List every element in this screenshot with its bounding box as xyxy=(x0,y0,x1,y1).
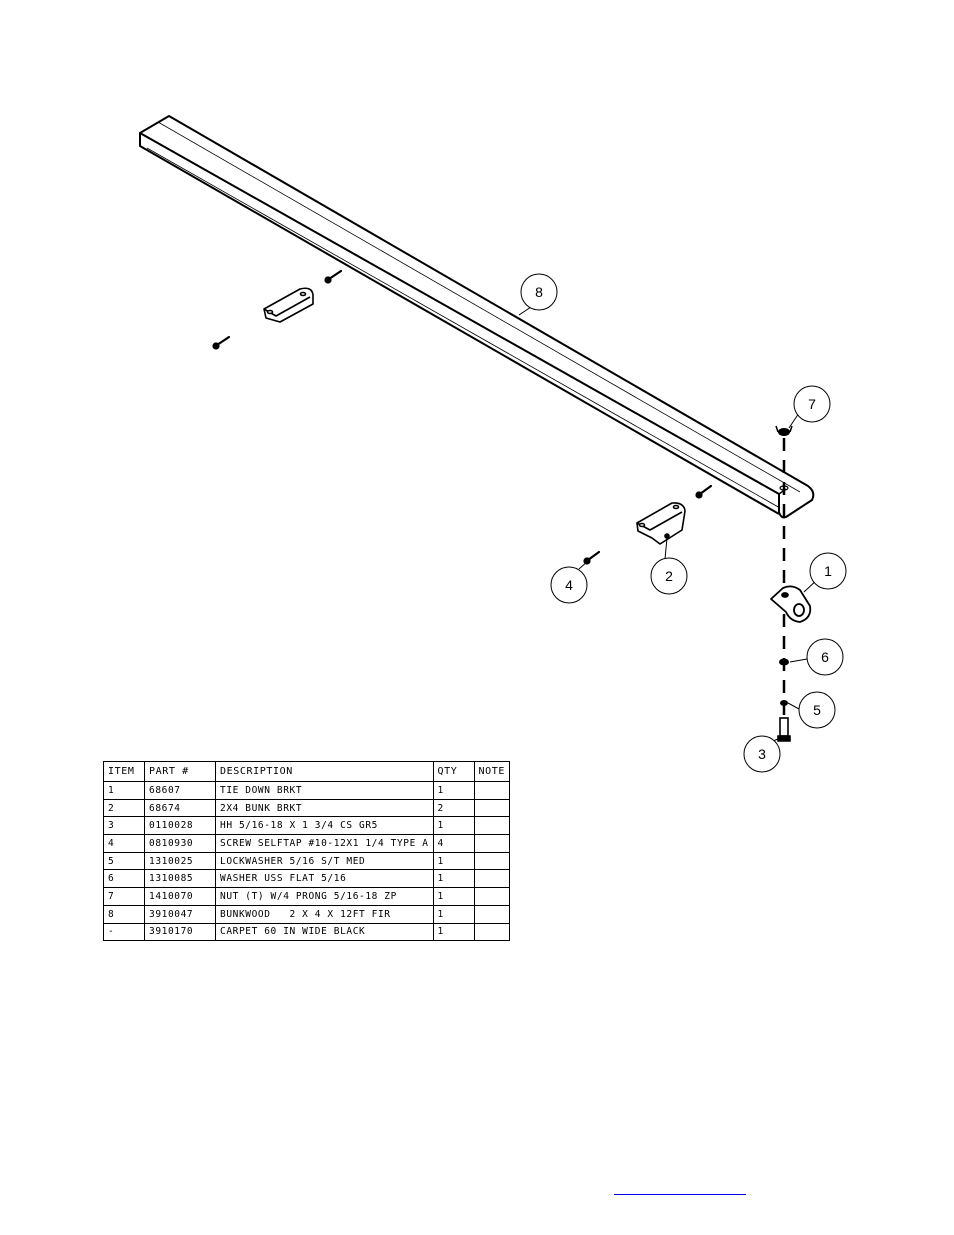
cell-qty: 1 xyxy=(432,904,475,924)
cell-qty: 2 xyxy=(432,798,475,818)
cell-part: 0810930 xyxy=(144,834,216,853)
svg-text:4: 4 xyxy=(565,577,573,593)
svg-text:7: 7 xyxy=(808,396,816,412)
cell-note xyxy=(473,798,511,818)
cell-description: HH 5/16-18 X 1 3/4 CS GR5 xyxy=(215,816,434,836)
cell-description: LOCKWASHER 5/16 S/T MED xyxy=(215,851,434,871)
balloon-7: 7 xyxy=(793,385,831,423)
table-row: 4 0810930 SCREW SELFTAP #10-12X1 1/4 TYP… xyxy=(103,834,511,853)
cell-description: BUNKWOOD 2 X 4 X 12FT FIR xyxy=(215,904,434,924)
header-item: ITEM xyxy=(103,761,145,782)
lockwasher xyxy=(780,700,788,706)
cell-item: 2 xyxy=(103,798,145,818)
cell-note xyxy=(473,834,511,853)
t-nut xyxy=(775,425,793,436)
svg-text:1: 1 xyxy=(824,563,832,579)
header-note: NOTE xyxy=(473,761,511,782)
table-row: 3 0110028 HH 5/16-18 X 1 3/4 CS GR5 1 xyxy=(103,816,511,836)
svg-text:8: 8 xyxy=(535,284,543,300)
cell-part: 1310085 xyxy=(144,869,216,889)
cell-part: 1310025 xyxy=(144,851,216,871)
balloon-8: 8 xyxy=(520,273,558,311)
cell-part: 68674 xyxy=(144,798,216,818)
cell-item: 8 xyxy=(103,904,145,924)
table-row: 2 68674 2X4 BUNK BRKT 2 xyxy=(103,798,511,818)
cell-qty: 1 xyxy=(432,869,475,889)
cell-qty: 4 xyxy=(432,834,475,853)
cell-note xyxy=(473,887,511,906)
header-part: PART # xyxy=(144,761,216,782)
tie-down-bracket xyxy=(770,585,812,623)
cell-description: NUT (T) W/4 PRONG 5/16-18 ZP xyxy=(215,887,434,906)
cell-description: SCREW SELFTAP #10-12X1 1/4 TYPE A xyxy=(215,834,434,853)
cell-description: WASHER USS FLAT 5/16 xyxy=(215,869,434,889)
cell-item: - xyxy=(103,922,145,942)
cell-description: TIE DOWN BRKT xyxy=(215,781,434,800)
footer-link[interactable] xyxy=(614,1192,746,1195)
bunk-bracket-right xyxy=(636,502,686,545)
balloon-3: 3 xyxy=(743,735,781,773)
balloon-1: 1 xyxy=(809,552,847,590)
table-row: - 3910170 CARPET 60 IN WIDE BLACK 1 xyxy=(103,922,511,942)
cell-qty: 1 xyxy=(432,922,475,942)
bom-header-row: ITEM PART # DESCRIPTION QTY NOTE xyxy=(103,761,511,782)
header-qty: QTY xyxy=(432,761,475,782)
svg-text:6: 6 xyxy=(821,649,829,665)
cell-description: CARPET 60 IN WIDE BLACK xyxy=(215,922,434,942)
cell-note xyxy=(473,816,511,836)
self-tap-screws xyxy=(212,269,713,565)
cell-part: 3910047 xyxy=(144,904,216,924)
cell-qty: 1 xyxy=(432,851,475,871)
table-row: 5 1310025 LOCKWASHER 5/16 S/T MED 1 xyxy=(103,851,511,871)
cell-qty: 1 xyxy=(432,816,475,836)
cell-item: 1 xyxy=(103,781,145,800)
bunk-board xyxy=(139,115,815,519)
svg-text:3: 3 xyxy=(758,746,766,762)
cell-part: 1410070 xyxy=(144,887,216,906)
cell-item: 6 xyxy=(103,869,145,889)
cell-part: 3910170 xyxy=(144,922,216,942)
table-row: 1 68607 TIE DOWN BRKT 1 xyxy=(103,781,511,800)
cell-item: 3 xyxy=(103,816,145,836)
cell-qty: 1 xyxy=(432,887,475,906)
cell-note xyxy=(473,869,511,889)
svg-text:2: 2 xyxy=(665,568,673,584)
balloon-5: 5 xyxy=(798,691,836,729)
header-description: DESCRIPTION xyxy=(215,761,434,782)
bill-of-materials-table: ITEM PART # DESCRIPTION QTY NOTE 1 68607… xyxy=(103,761,511,942)
svg-text:5: 5 xyxy=(813,702,821,718)
cell-note xyxy=(473,851,511,871)
cell-item: 7 xyxy=(103,887,145,906)
balloon-6: 6 xyxy=(806,638,844,676)
table-row: 7 1410070 NUT (T) W/4 PRONG 5/16-18 ZP 1 xyxy=(103,887,511,906)
flat-washer xyxy=(779,658,789,666)
cell-qty: 1 xyxy=(432,781,475,800)
balloon-2: 2 xyxy=(650,557,688,595)
balloon-4: 4 xyxy=(550,566,588,604)
cell-part: 0110028 xyxy=(144,816,216,836)
cell-note xyxy=(473,781,511,800)
bunk-bracket-left xyxy=(263,287,314,323)
table-row: 8 3910047 BUNKWOOD 2 X 4 X 12FT FIR 1 xyxy=(103,904,511,924)
cell-part: 68607 xyxy=(144,781,216,800)
cell-note xyxy=(473,904,511,924)
cell-item: 4 xyxy=(103,834,145,853)
cell-description: 2X4 BUNK BRKT xyxy=(215,798,434,818)
hex-head-bolt xyxy=(777,717,791,742)
cell-note xyxy=(473,922,511,942)
cell-item: 5 xyxy=(103,851,145,871)
table-row: 6 1310085 WASHER USS FLAT 5/16 1 xyxy=(103,869,511,889)
